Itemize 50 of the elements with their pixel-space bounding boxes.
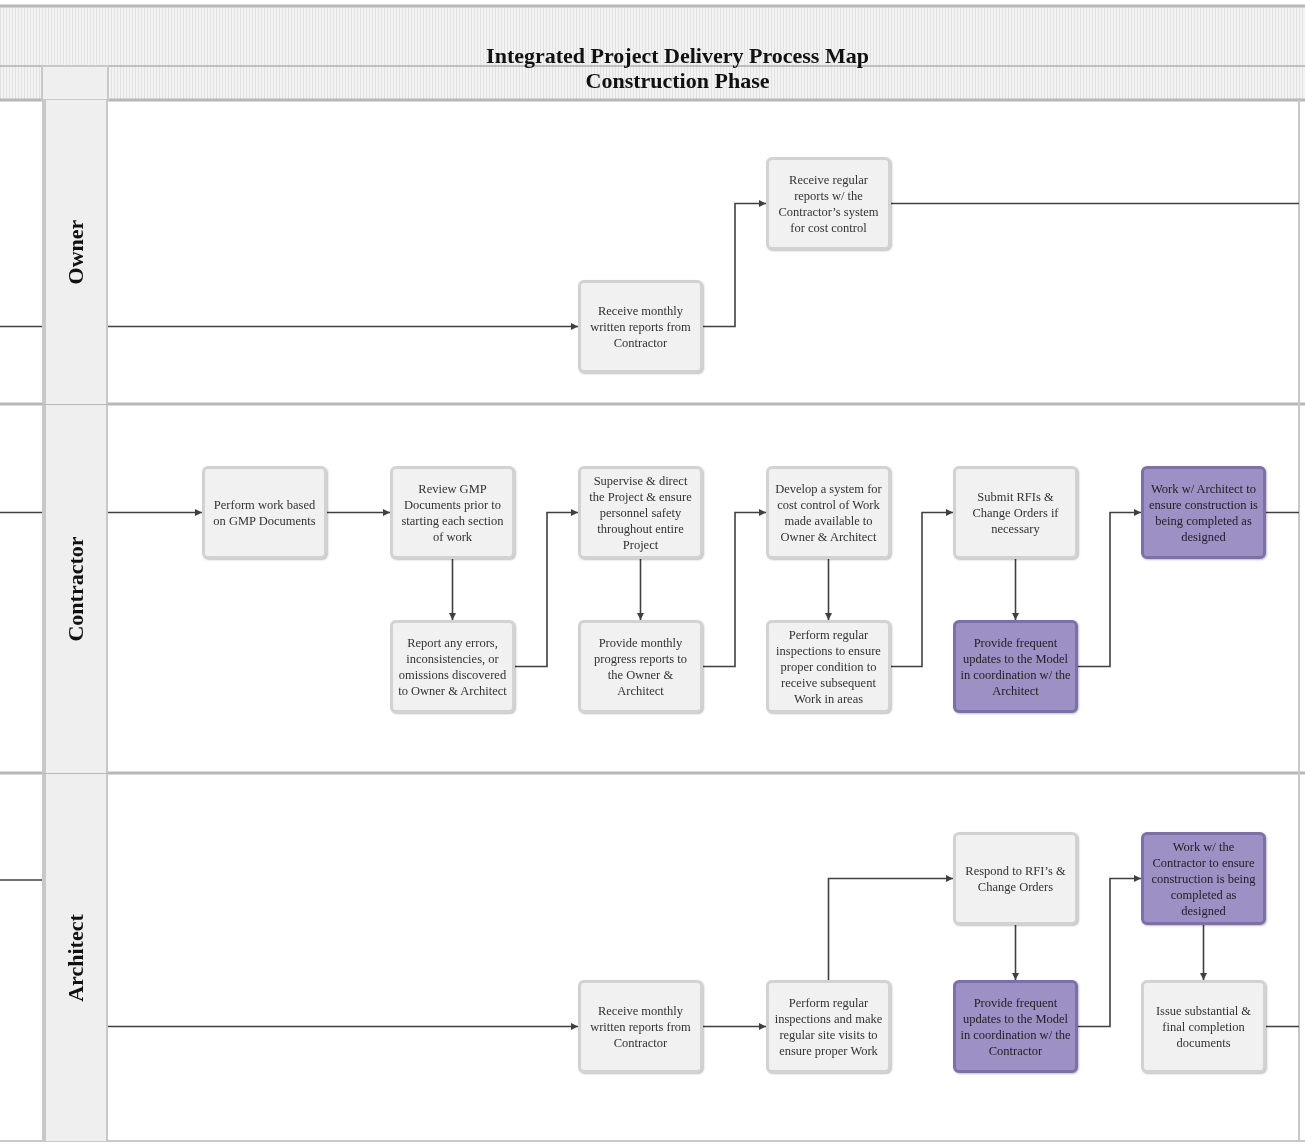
highlighted-process-box: Work w/ the Contractor to ensure construction is being completed as designed: [1141, 832, 1266, 925]
connector-line: [1265, 511, 1300, 514]
diagram-subtitle: Construction Phase: [584, 69, 771, 93]
arrow: [449, 558, 456, 621]
arrow: [827, 875, 954, 981]
process-box: Develop a system for cost control of Work made available to Owner & Architect: [766, 466, 891, 559]
swimlane-header: [42, 774, 108, 1141]
arrow: [890, 509, 954, 668]
process-box: Receive regular reports w/ the Contractor’s system for cost control: [766, 157, 891, 250]
arrow: [825, 558, 832, 621]
swimlane-header: [42, 405, 108, 773]
process-box: Receive monthly written reports from Contractor: [578, 280, 703, 373]
process-box: Supervise & direct the Project & ensure personnel safety throughout entire Project: [578, 466, 703, 559]
process-box: Perform regular inspections and make regular site visits to ensure proper Work: [766, 980, 891, 1073]
process-box: Perform regular inspections to ensure proper condition to receive subsequent Work in areas: [766, 620, 891, 713]
arrow: [1077, 509, 1142, 668]
arrow: [107, 509, 203, 516]
lane-title: Architect: [63, 913, 89, 1002]
arrow: [107, 1023, 579, 1030]
connector-line: [890, 202, 1300, 205]
connector-line: [1265, 1025, 1300, 1028]
process-box: Review GMP Documents prior to starting each section of work: [390, 466, 515, 559]
swimlane-header: [42, 100, 108, 404]
highlighted-process-box: Provide frequent updates to the Model in coordination w/ the Contractor: [953, 980, 1078, 1073]
lane-title: Contractor: [63, 536, 89, 642]
arrow: [107, 323, 579, 330]
arrow: [702, 200, 767, 328]
arrow: [637, 558, 644, 621]
process-box: Provide monthly progress reports to the Owner & Architect: [578, 620, 703, 713]
process-box: Issue substantial & final completion documents: [1141, 980, 1266, 1073]
highlighted-process-box: Provide frequent updates to the Model in coordination w/ the Architect: [953, 620, 1078, 713]
arrow: [702, 1023, 767, 1030]
connector-line: [0, 325, 43, 328]
lane-title: Owner: [63, 219, 89, 285]
arrow: [702, 509, 767, 668]
process-box: Report any errors, inconsistencies, or omissions discovered to Owner & Architect: [390, 620, 515, 713]
arrow: [1200, 924, 1207, 981]
process-box: Respond to RFI’s & Change Orders: [953, 832, 1078, 925]
arrow: [1012, 558, 1019, 621]
arrow: [326, 509, 391, 516]
connector-line: [0, 879, 43, 881]
highlighted-process-box: Work w/ Architect to ensure construction is being completed as designed: [1141, 466, 1266, 559]
arrow: [1012, 924, 1019, 981]
connector-line: [0, 511, 43, 514]
process-box: Perform work based on GMP Documents: [202, 466, 327, 559]
process-box: Receive monthly written reports from Contractor: [578, 980, 703, 1073]
arrow: [1077, 875, 1142, 1028]
arrow: [514, 509, 579, 668]
process-box: Submit RFIs & Change Orders if necessary: [953, 466, 1078, 559]
diagram-title: Integrated Project Delivery Process Map: [485, 44, 870, 68]
